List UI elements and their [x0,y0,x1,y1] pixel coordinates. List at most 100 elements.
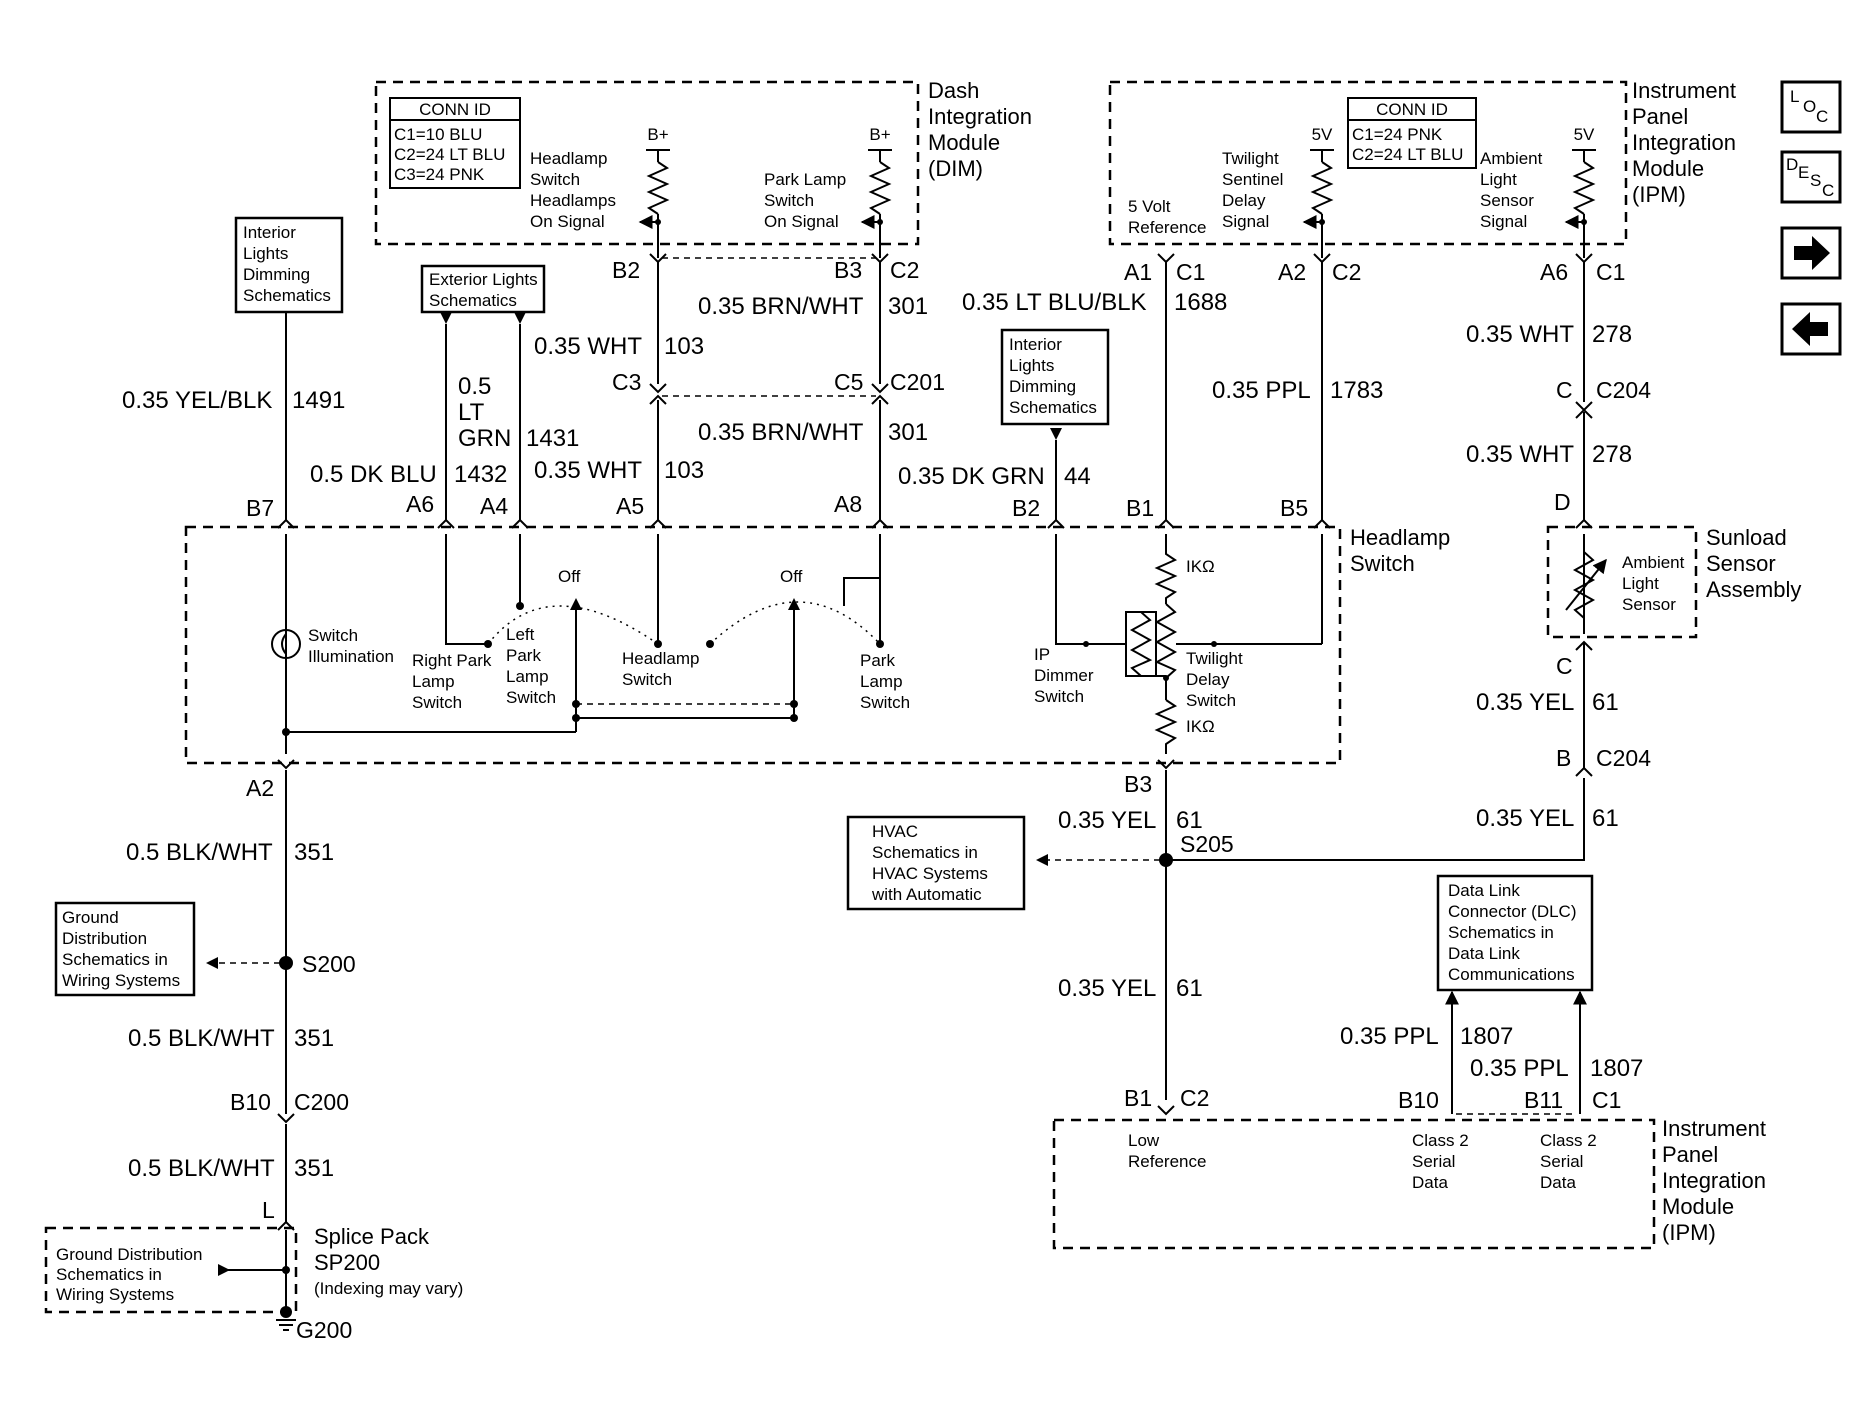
svg-text:0.35 WHT: 0.35 WHT [1466,441,1574,468]
description-button[interactable]: D E S C [1780,150,1842,204]
svg-text:HVAC: HVAC [872,822,918,841]
svg-text:Distribution: Distribution [62,929,147,948]
svg-text:Data Link: Data Link [1448,881,1520,900]
ground-distribution-ref-splice: Ground Distribution Schematics in Wiring… [56,1245,202,1304]
svg-text:0.35 PPL: 0.35 PPL [1212,377,1311,404]
svg-text:Park: Park [860,651,895,670]
svg-text:Panel: Panel [1662,1142,1718,1167]
svg-text:C: C [1556,377,1573,403]
svg-text:Headlamp: Headlamp [530,149,608,168]
interior-dimming-ref-mid[interactable]: Interior Lights Dimming Schematics [1000,328,1110,426]
hvac-ref[interactable]: HVAC Schematics in HVAC Systems with Aut… [846,815,1026,911]
svg-text:351: 351 [294,1155,334,1182]
svg-text:Switch: Switch [1186,691,1236,710]
svg-text:E: E [1798,163,1809,182]
svg-text:Schematics in: Schematics in [1448,923,1554,942]
svg-text:0.35 YEL: 0.35 YEL [1476,805,1574,832]
svg-text:Off: Off [780,567,803,586]
svg-text:Twilight: Twilight [1222,149,1279,168]
svg-text:0.5: 0.5 [458,373,491,400]
svg-text:(DIM): (DIM) [928,156,983,181]
svg-text:Schematics in: Schematics in [872,843,978,862]
svg-text:0.35 YEL: 0.35 YEL [1476,689,1574,716]
svg-text:Switch: Switch [530,170,580,189]
previous-page-button[interactable] [1780,302,1842,356]
next-page-button[interactable] [1780,226,1842,280]
svg-text:Module: Module [928,130,1000,155]
svg-text:Serial: Serial [1412,1152,1455,1171]
svg-text:Ambient: Ambient [1480,149,1543,168]
location-button[interactable]: L O C [1780,80,1842,134]
ground-distribution-ref-left[interactable]: Ground Distribution Schematics in Wiring… [54,901,196,997]
ipm-bottom-module-label: Instrument Panel Integration Module (IPM… [1662,1116,1766,1245]
svg-text:Reference: Reference [1128,218,1206,237]
svg-text:A5: A5 [616,493,644,519]
headlamp-switch-internals [271,534,1607,754]
svg-text:C201: C201 [890,369,945,395]
svg-text:Instrument: Instrument [1662,1116,1766,1141]
svg-text:S205: S205 [1180,831,1234,857]
svg-text:C204: C204 [1596,745,1651,771]
svg-text:Instrument: Instrument [1632,78,1736,103]
svg-text:G200: G200 [296,1317,352,1343]
svg-text:0.35 YEL/BLK: 0.35 YEL/BLK [122,387,272,414]
svg-text:0.35 LT BLU/BLK: 0.35 LT BLU/BLK [962,289,1147,316]
svg-text:C5: C5 [834,369,863,395]
svg-text:C1: C1 [1596,259,1625,285]
svg-text:with Automatic: with Automatic [871,885,982,904]
svg-text:Ground: Ground [62,908,119,927]
svg-text:CONN ID: CONN ID [419,100,491,119]
svg-text:278: 278 [1592,441,1632,468]
svg-text:Twilight: Twilight [1186,649,1243,668]
svg-text:C2=24 LT BLU: C2=24 LT BLU [394,145,505,164]
svg-text:CONN ID: CONN ID [1376,100,1448,119]
connector-chevrons [277,253,1593,1231]
svg-text:B2: B2 [1012,495,1040,521]
svg-text:Lamp: Lamp [506,667,549,686]
svg-text:B3: B3 [834,257,862,283]
headlamps-on-signal-label: Headlamp Switch Headlamps On Signal [530,149,616,231]
svg-text:SP200: SP200 [314,1250,380,1275]
svg-text:Ambient: Ambient [1622,553,1685,572]
svg-text:C2: C2 [890,257,919,283]
svg-text:Wiring Systems: Wiring Systems [56,1285,174,1304]
svg-text:Communications: Communications [1448,965,1575,984]
svg-text:C1=10 BLU: C1=10 BLU [394,125,482,144]
svg-text:Low: Low [1128,1131,1160,1150]
svg-text:Off: Off [558,567,581,586]
svg-text:Park Lamp: Park Lamp [764,170,846,189]
svg-text:On Signal: On Signal [764,212,839,231]
svg-text:On Signal: On Signal [530,212,605,231]
svg-text:Illumination: Illumination [308,647,394,666]
svg-text:C3=24 PNK: C3=24 PNK [394,165,485,184]
svg-text:Interior: Interior [243,223,296,242]
svg-text:GRN: GRN [458,425,511,452]
svg-text:IKΩ: IKΩ [1186,717,1215,736]
svg-text:0.35 YEL: 0.35 YEL [1058,975,1156,1002]
svg-text:103: 103 [664,457,704,484]
svg-text:Switch: Switch [764,191,814,210]
interior-dimming-ref-left[interactable]: Interior Lights Dimming Schematics [234,216,344,314]
svg-text:1688: 1688 [1174,289,1227,316]
svg-text:D: D [1554,489,1571,515]
svg-text:61: 61 [1176,807,1203,834]
ipm-top-module-outline [1108,80,1628,246]
svg-text:Light: Light [1622,574,1659,593]
svg-text:1783: 1783 [1330,377,1383,404]
svg-text:Lamp: Lamp [860,672,903,691]
svg-text:C: C [1556,653,1573,679]
svg-text:0.5 BLK/WHT: 0.5 BLK/WHT [128,1025,275,1052]
svg-text:Delay: Delay [1222,191,1266,210]
svg-text:A2: A2 [1278,259,1306,285]
twilight-sentinel-label: Twilight Sentinel Delay Signal [1222,149,1283,231]
svg-text:Headlamps: Headlamps [530,191,616,210]
svg-text:A8: A8 [834,491,862,517]
svg-text:B10: B10 [230,1089,271,1115]
svg-text:0.35 WHT: 0.35 WHT [1466,321,1574,348]
svg-text:Switch: Switch [1034,687,1084,706]
exterior-lights-ref[interactable]: Exterior Lights Schematics [420,264,546,314]
svg-text:B10: B10 [1398,1087,1439,1113]
dlc-ref[interactable]: Data Link Connector (DLC) Schematics in … [1436,874,1594,992]
svg-text:IKΩ: IKΩ [1186,557,1215,576]
